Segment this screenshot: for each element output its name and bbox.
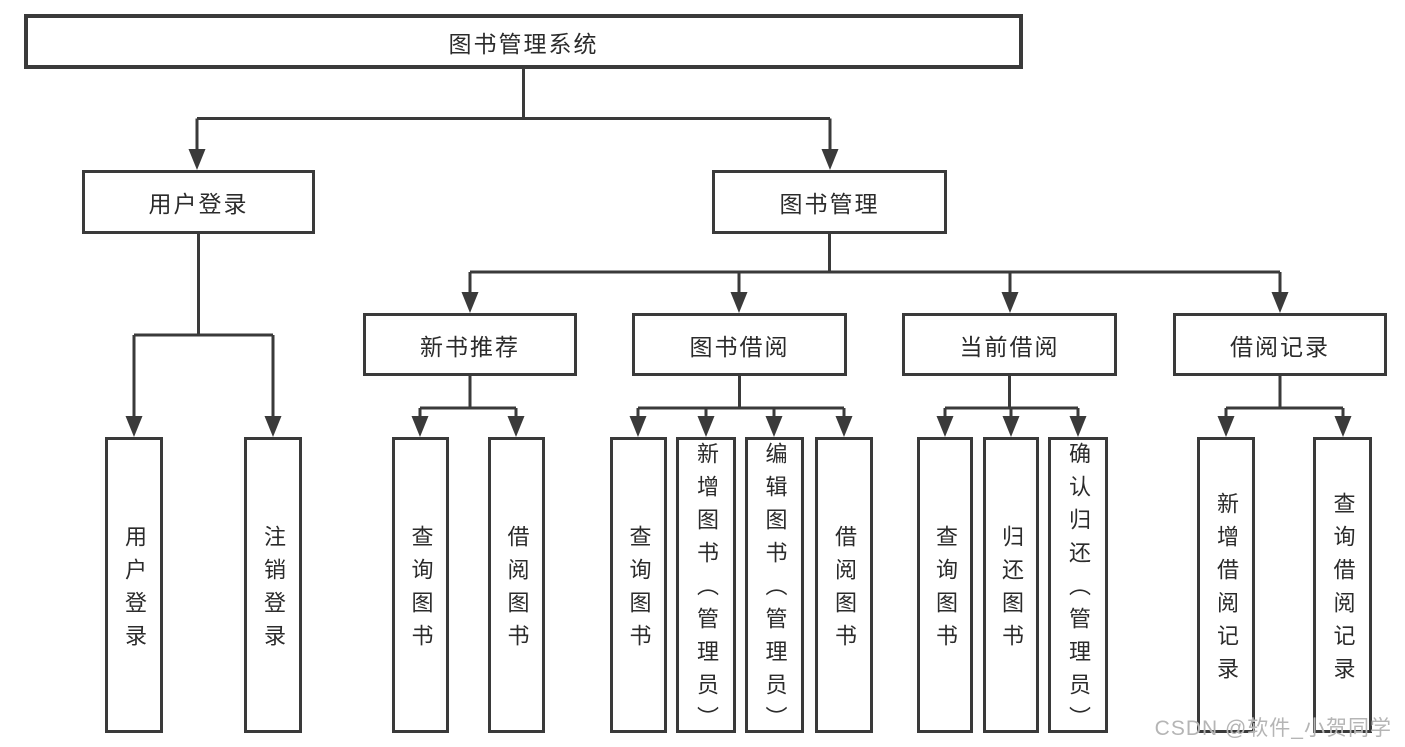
connector-current-borrow — [943, 376, 1080, 420]
node-label: 查询图书 — [408, 524, 434, 657]
node-label: 归还图书 — [999, 524, 1024, 657]
leaf-add-borrow-record: 新增借阅记录 — [1197, 437, 1255, 733]
node-label: 借阅图书 — [504, 524, 530, 657]
node-new-book-recommend: 新书推荐 — [363, 313, 577, 376]
node-label: 注销登录 — [261, 524, 286, 657]
arrowhead-icon — [821, 149, 839, 170]
node-label: 图书管理 — [779, 191, 880, 217]
connector-root-to-level2 — [195, 69, 832, 152]
arrowhead-icon — [1217, 416, 1235, 437]
node-label: 查询图书 — [626, 524, 652, 657]
arrowhead-icon — [835, 416, 853, 437]
arrowhead-icon — [1334, 416, 1352, 437]
node-label: 确认归还（管理员） — [1066, 442, 1091, 739]
leaf-query-borrow-record: 查询借阅记录 — [1313, 437, 1372, 733]
leaf-add-book-admin: 新增图书（管理员） — [676, 437, 736, 739]
arrowhead-icon — [125, 416, 143, 437]
node-label: 用户登录 — [122, 524, 147, 657]
connector-new-book — [418, 376, 518, 420]
leaf-confirm-return-admin: 确认归还（管理员） — [1048, 437, 1108, 739]
leaf-user-login: 用户登录 — [105, 437, 163, 733]
arrowhead-icon — [411, 416, 429, 437]
connector-book-borrow — [636, 376, 846, 420]
arrowhead-icon — [629, 416, 647, 437]
arrowhead-icon — [1271, 292, 1289, 313]
csdn-watermark: CSDN @软件_小贺同学 — [1154, 717, 1392, 740]
node-label: 编辑图书（管理员） — [762, 442, 788, 739]
arrowhead-icon — [188, 149, 206, 170]
leaf-borrow-book-recommend: 借阅图书 — [488, 437, 545, 733]
node-book-borrow: 图书借阅 — [632, 313, 847, 376]
connector-user-login — [132, 234, 275, 420]
arrowhead-icon — [264, 416, 282, 437]
leaf-edit-book-admin: 编辑图书（管理员） — [745, 437, 804, 739]
arrowhead-icon — [697, 416, 715, 437]
node-label: 图书管理系统 — [448, 30, 599, 57]
arrowhead-icon — [765, 416, 783, 437]
node-book-management: 图书管理 — [712, 170, 947, 234]
arrowhead-icon — [1001, 292, 1019, 313]
node-root: 图书管理系统 — [24, 14, 1023, 69]
leaf-borrow-book: 借阅图书 — [815, 437, 873, 733]
arrowhead-icon — [1069, 416, 1087, 437]
node-label: 借阅记录 — [1230, 333, 1330, 360]
node-label: 查询借阅记录 — [1330, 491, 1356, 690]
node-label: 当前借阅 — [959, 333, 1060, 360]
node-user-login: 用户登录 — [82, 170, 315, 234]
arrowhead-icon — [936, 416, 954, 437]
arrowhead-icon — [730, 292, 748, 313]
arrowhead-icon — [507, 416, 525, 437]
leaf-return-book: 归还图书 — [983, 437, 1039, 733]
node-label: 新书推荐 — [420, 333, 520, 360]
leaf-query-book-borrow: 查询图书 — [610, 437, 667, 733]
leaf-query-book-recommend: 查询图书 — [392, 437, 449, 733]
connector-book-mgmt — [468, 234, 1282, 296]
leaf-query-current-borrow: 查询图书 — [917, 437, 973, 733]
connector-borrow-record — [1224, 376, 1345, 420]
node-label: 用户登录 — [148, 191, 249, 217]
arrowhead-icon — [1002, 416, 1020, 437]
node-label: 借阅图书 — [832, 524, 857, 657]
arrowhead-icon — [461, 292, 479, 313]
node-label: 图书借阅 — [689, 333, 790, 360]
node-label: 新增借阅记录 — [1214, 491, 1239, 690]
node-current-borrow: 当前借阅 — [902, 313, 1117, 376]
node-borrow-record: 借阅记录 — [1173, 313, 1387, 376]
node-label: 新增图书（管理员） — [694, 442, 719, 739]
node-label: 查询图书 — [933, 524, 958, 657]
leaf-logout: 注销登录 — [244, 437, 302, 733]
